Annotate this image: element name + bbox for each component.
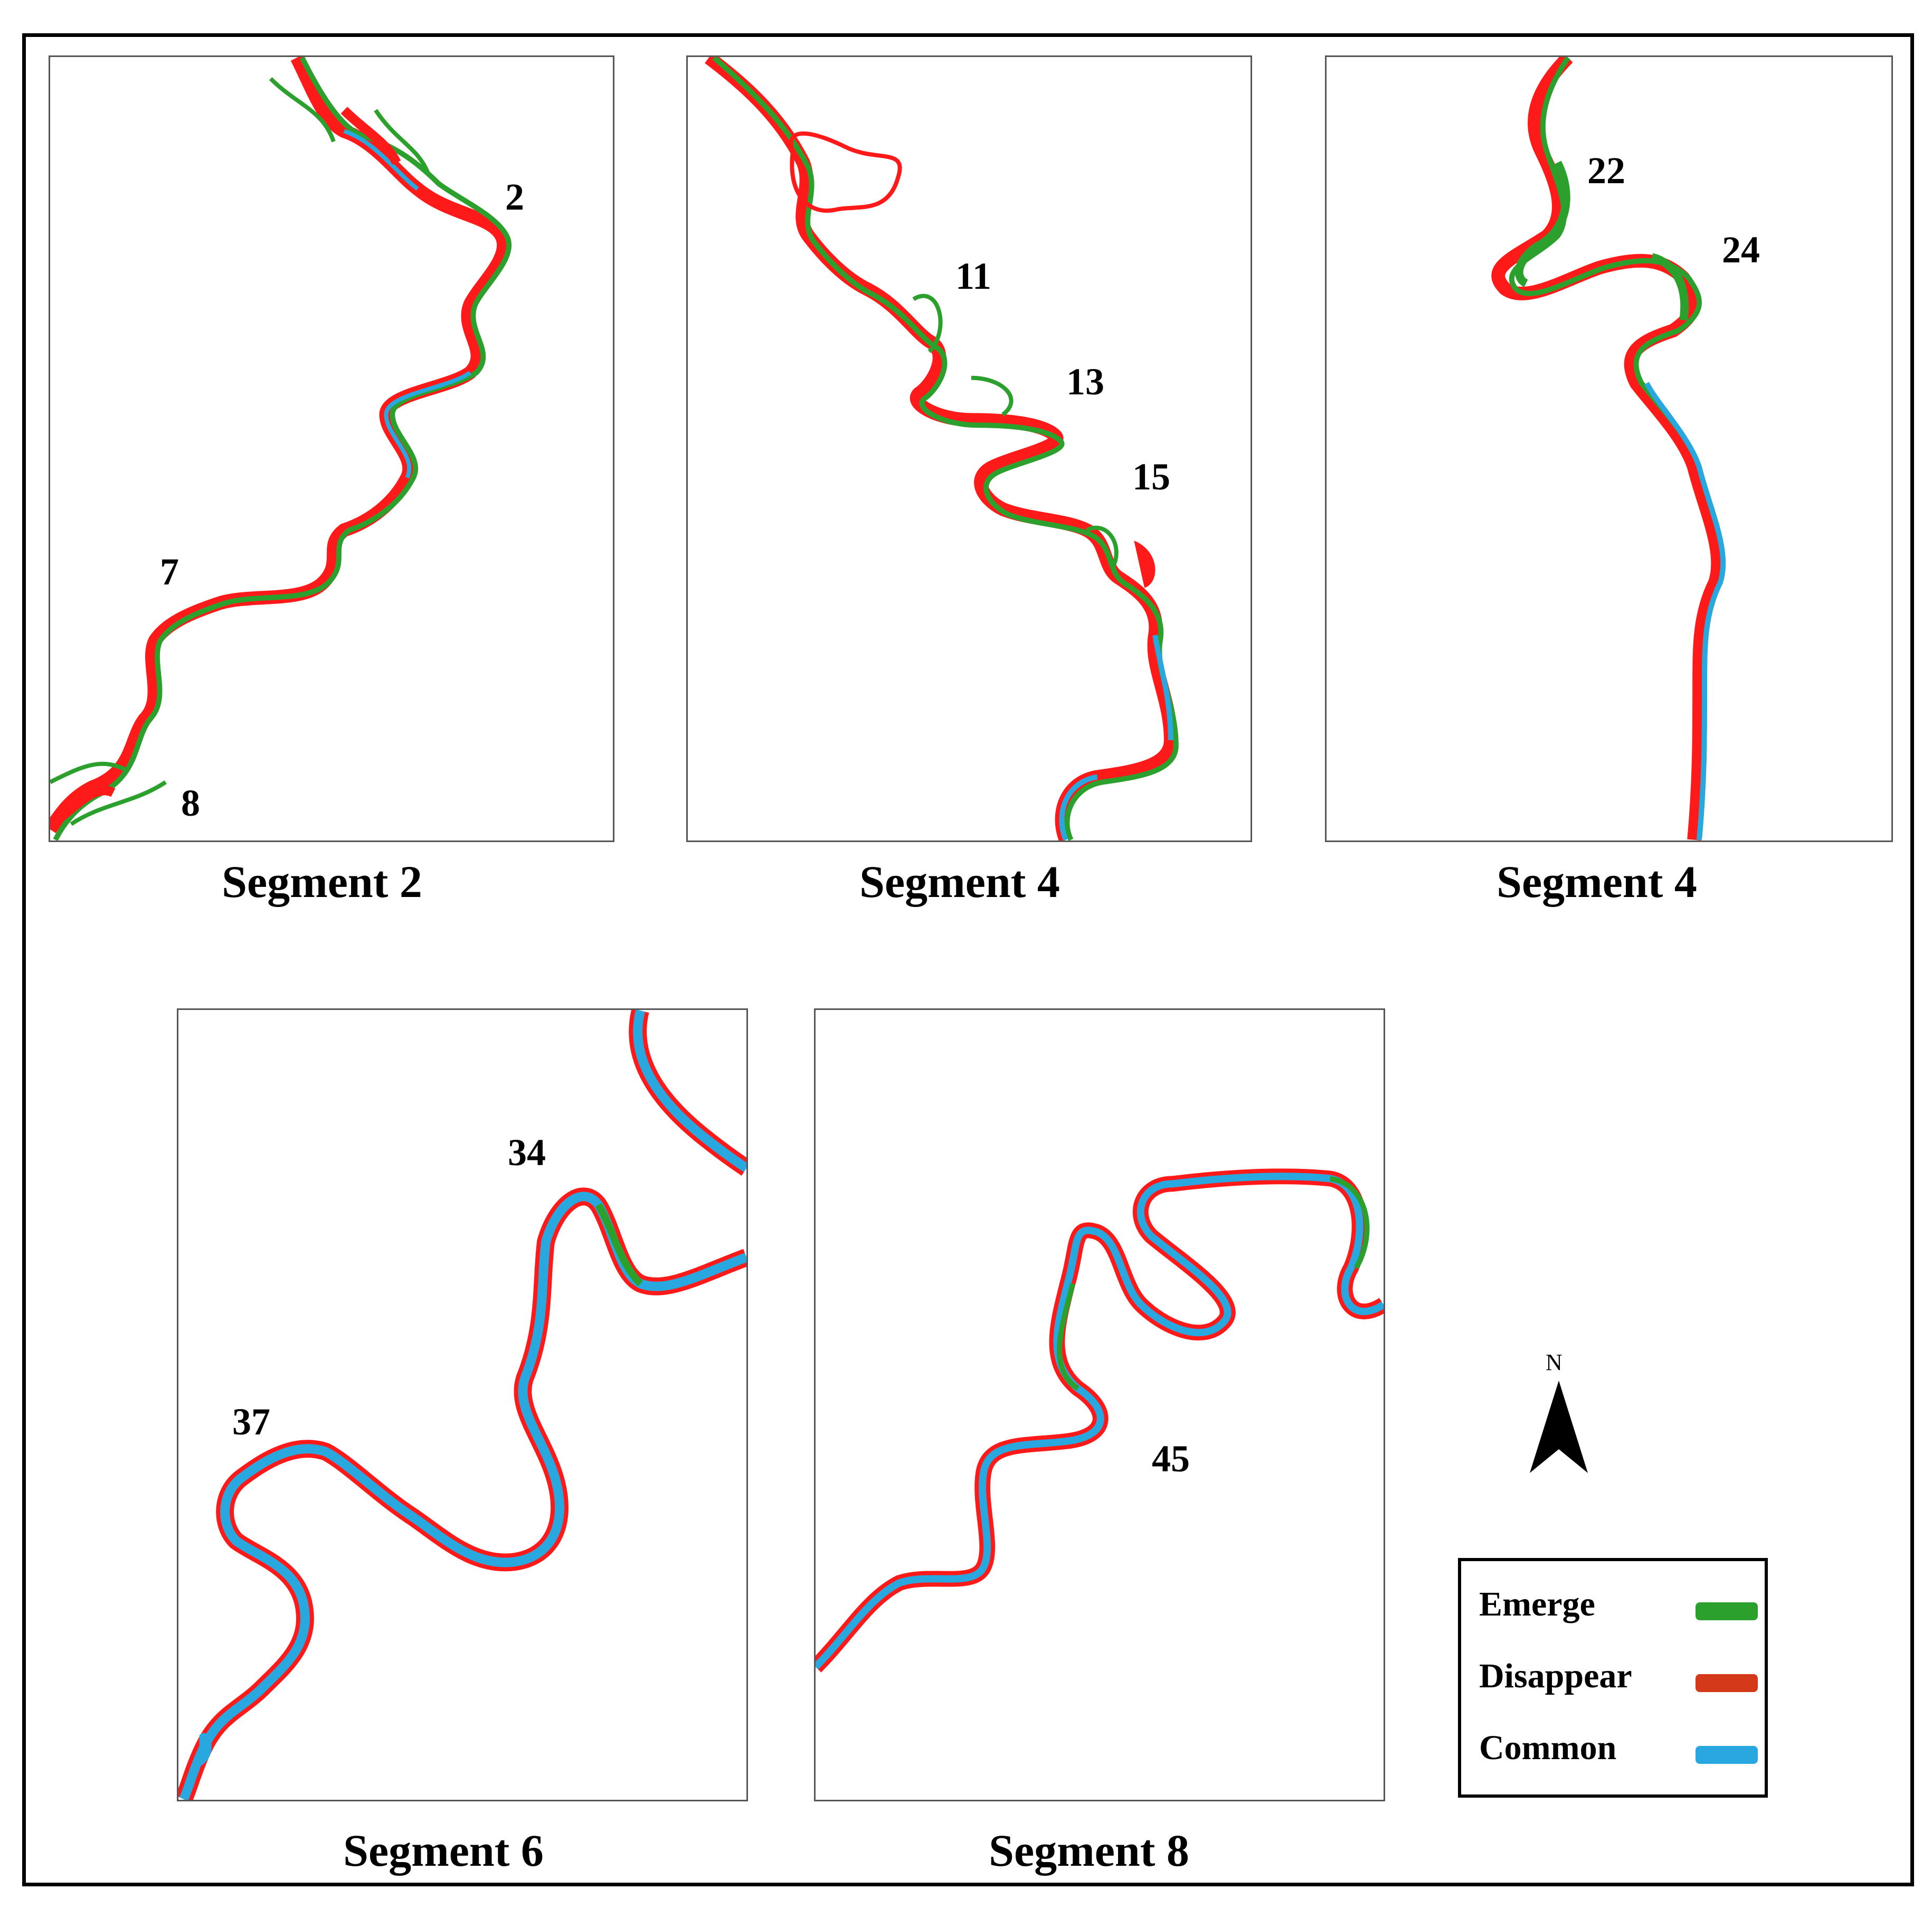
legend-item-common: Common (1479, 1728, 1764, 1770)
legend: Emerge Disappear Common (1458, 1558, 1768, 1798)
bend-label-8: 8 (181, 782, 200, 824)
map-panel-segment-6 (177, 1008, 748, 1801)
panel-caption-segment-2: Segment 2 (222, 856, 422, 907)
map-panel-segment-8 (814, 1008, 1385, 1801)
bend-label-11: 11 (955, 255, 992, 297)
bend-label-45: 45 (1152, 1438, 1190, 1480)
panel-caption-segment-4a: Segment 4 (859, 856, 1060, 907)
river-map-segment-8 (816, 1168, 1384, 1673)
panel-caption-segment-8: Segment 8 (989, 1825, 1189, 1876)
map-panel-segment-2 (49, 55, 614, 842)
panel-caption-segment-4b: Segment 4 (1497, 856, 1697, 907)
bend-label-13: 13 (1066, 361, 1104, 403)
bend-label-15: 15 (1132, 456, 1170, 498)
bend-label-7: 7 (160, 551, 179, 593)
figure-frame (22, 33, 1914, 1886)
bend-label-24: 24 (1722, 229, 1760, 271)
legend-label-common: Common (1479, 1728, 1617, 1767)
river-map-segment-4b (1491, 57, 1726, 840)
bend-label-34: 34 (508, 1131, 546, 1174)
legend-swatch-disappear (1696, 1674, 1758, 1692)
river-map-segment-2 (50, 57, 512, 840)
legend-swatch-emerge (1696, 1602, 1758, 1620)
river-map-segment-4a (705, 57, 1179, 840)
legend-item-emerge: Emerge (1479, 1584, 1764, 1627)
legend-item-disappear: Disappear (1479, 1656, 1764, 1698)
panel-caption-segment-6: Segment 6 (343, 1825, 544, 1876)
map-panel-segment-4b (1325, 55, 1893, 842)
north-arrow-icon (1530, 1381, 1588, 1473)
legend-swatch-common (1696, 1746, 1758, 1764)
river-map-segment-6 (178, 1010, 746, 1800)
bend-label-2: 2 (505, 176, 524, 218)
legend-label-emerge: Emerge (1479, 1585, 1595, 1623)
north-label: N (1546, 1349, 1562, 1375)
legend-label-disappear: Disappear (1479, 1657, 1632, 1695)
bend-label-37: 37 (232, 1401, 270, 1443)
bend-label-22: 22 (1587, 149, 1625, 192)
map-panel-segment-4a (686, 55, 1252, 842)
